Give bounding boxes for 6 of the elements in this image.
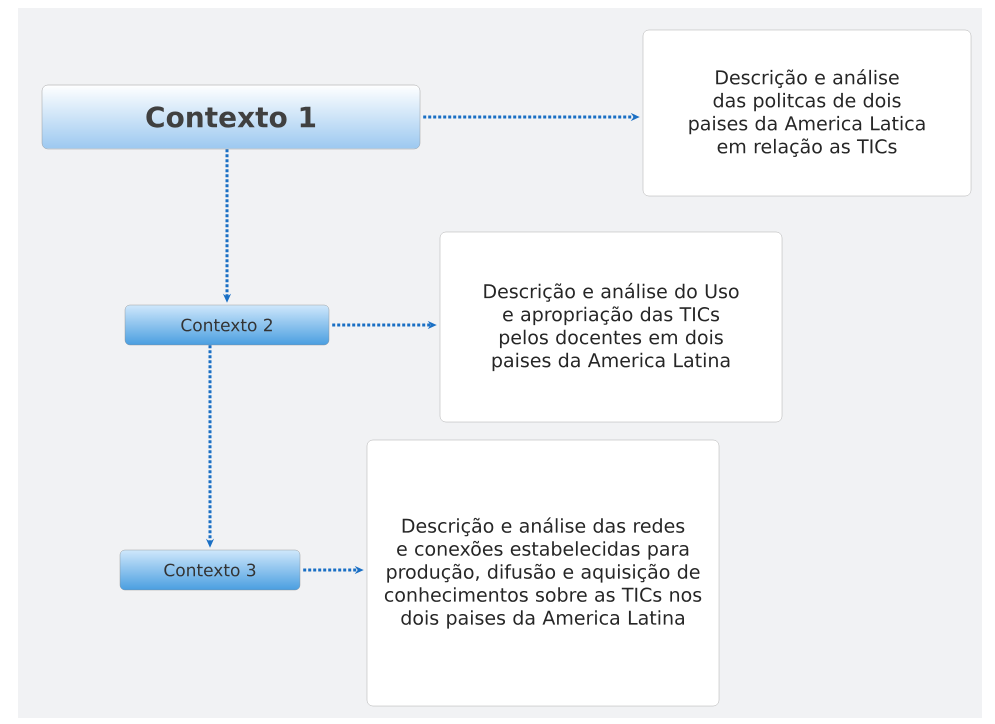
context-box: Contexto 2 bbox=[124, 304, 330, 346]
context-box: Contexto 1 bbox=[42, 84, 420, 150]
description-box: Descrição e análise do Uso e apropriação das TICs pelos docentes em dois paises da America Latina bbox=[440, 232, 782, 422]
context-box: Contexto 3 bbox=[120, 550, 300, 590]
description-box: Descrição e análise das redes e conexões estabelecidas para produção, difusão e aquisição de conhecimentos sobre as TICs nos dois paises da America Latina bbox=[366, 440, 720, 706]
description-box: Descrição e análise das politcas de dois paises da America Latica em relação as TICs bbox=[642, 30, 972, 196]
